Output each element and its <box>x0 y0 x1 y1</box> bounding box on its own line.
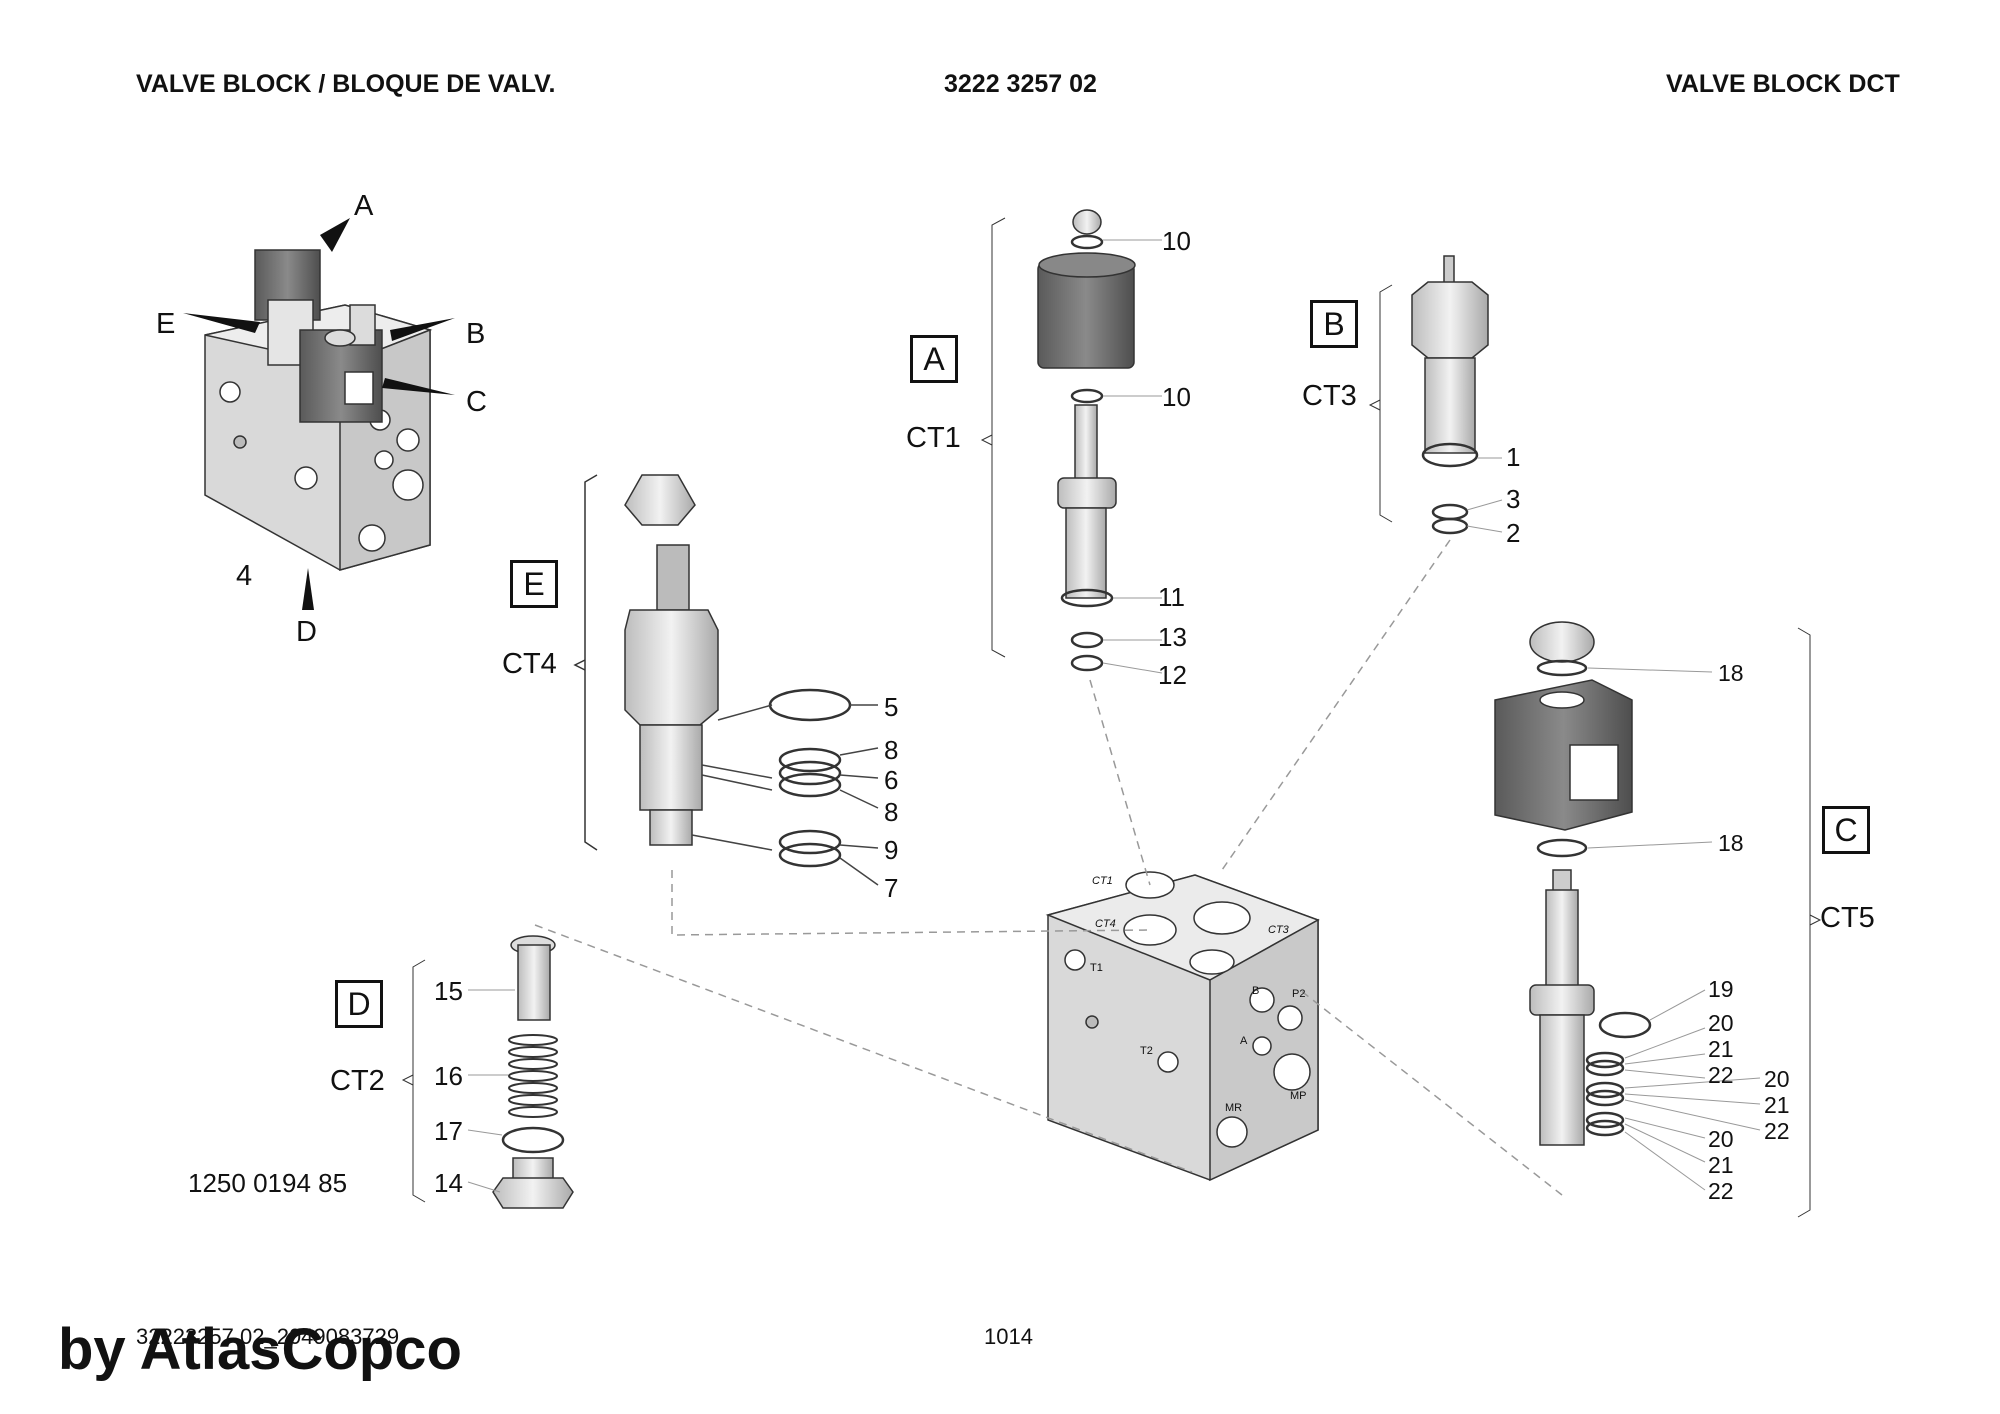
part-label: 22 <box>1764 1118 1790 1144</box>
port-label: CT1 <box>1092 875 1113 887</box>
callout-b: B <box>466 318 486 350</box>
ct3-leaders <box>1368 284 1503 533</box>
ct5-cartridge <box>1494 621 1652 1146</box>
port-label: MR <box>1225 1102 1243 1114</box>
part-label: 6 <box>884 765 899 795</box>
ct3-cartridge <box>1411 255 1489 535</box>
part-label: 19 <box>1708 976 1734 1002</box>
part-label: 17 <box>434 1116 463 1146</box>
ct1-cartridge <box>1037 209 1136 672</box>
part-label: 20 <box>1764 1066 1790 1092</box>
part-label: 5 <box>884 692 899 722</box>
group-name-ct5: CT5 <box>1820 902 1875 934</box>
part-label: 9 <box>884 835 899 865</box>
part-label: 22 <box>1708 1178 1734 1204</box>
port-label: CT3 <box>1268 924 1289 936</box>
part-label: 1 <box>1506 442 1521 472</box>
brand-watermark: by AtlasCopco <box>58 1317 462 1382</box>
group-name-ct4: CT4 <box>502 648 557 680</box>
group-name-ct1: CT1 <box>906 422 961 454</box>
callout-block-number: 4 <box>236 560 253 592</box>
port-label: P2 <box>1292 988 1306 1000</box>
ct2-leaders <box>401 959 515 1203</box>
callout-a: A <box>354 190 374 222</box>
port-label: CT4 <box>1095 918 1116 930</box>
part-label: 10 <box>1162 226 1191 256</box>
group-name-ct2: CT2 <box>330 1065 385 1097</box>
ct5-leaders <box>1587 627 1822 1218</box>
header-part-number: 3222 3257 02 <box>944 70 1097 98</box>
part-label: 21 <box>1764 1092 1790 1118</box>
group-name-ct3: CT3 <box>1302 380 1357 412</box>
part-label: 21 <box>1708 1036 1734 1062</box>
part-label: 16 <box>434 1061 463 1091</box>
part-label: 7 <box>884 873 899 903</box>
assembled-valve-block <box>204 249 433 571</box>
port-label: T1 <box>1090 962 1103 974</box>
part-label: 8 <box>884 735 899 765</box>
header-title-right: VALVE BLOCK DCT <box>1666 70 1900 98</box>
footer-doc-id: 32223257 02_2049083729 <box>136 1324 400 1349</box>
group-box-b: B <box>1310 300 1358 348</box>
group-box-a: A <box>910 335 958 383</box>
part-label: 18 <box>1718 830 1744 856</box>
port-label: MP <box>1290 1090 1307 1102</box>
part-label: 13 <box>1158 622 1187 652</box>
callout-arrows <box>183 218 455 610</box>
part-label: 18 <box>1718 660 1744 686</box>
part-label: 15 <box>434 976 463 1006</box>
ct2-part-number: 1250 0194 85 <box>188 1168 348 1198</box>
header-title-left: VALVE BLOCK / BLOQUE DE VALV. <box>136 70 556 98</box>
ct4-cartridge <box>624 474 852 868</box>
part-label: 20 <box>1708 1126 1734 1152</box>
central-valve-block <box>1045 871 1320 1182</box>
part-label: 20 <box>1708 1010 1734 1036</box>
part-label: 14 <box>434 1168 463 1198</box>
group-box-d: D <box>335 980 383 1028</box>
part-label: 21 <box>1708 1152 1734 1178</box>
ct4-leaders <box>573 474 879 886</box>
port-label: A <box>1240 1035 1248 1047</box>
ct2-cartridge <box>492 935 574 1209</box>
callout-c: C <box>466 386 487 418</box>
part-label: 3 <box>1506 484 1521 514</box>
part-label: 22 <box>1708 1062 1734 1088</box>
ct1-leaders <box>980 217 1163 674</box>
part-label: 8 <box>884 797 899 827</box>
assembly-dashed-lines <box>534 539 1563 1196</box>
callout-e: E <box>156 308 176 340</box>
part-label: 2 <box>1506 518 1521 548</box>
callout-d: D <box>296 616 317 648</box>
footer-page-number: 1014 <box>984 1324 1033 1349</box>
part-label: 12 <box>1158 660 1187 690</box>
group-box-e: E <box>510 560 558 608</box>
port-label: T2 <box>1140 1045 1153 1057</box>
port-label: B <box>1252 985 1260 997</box>
part-label: 11 <box>1158 582 1185 612</box>
part-label: 10 <box>1162 382 1191 412</box>
group-box-c: C <box>1822 806 1870 854</box>
